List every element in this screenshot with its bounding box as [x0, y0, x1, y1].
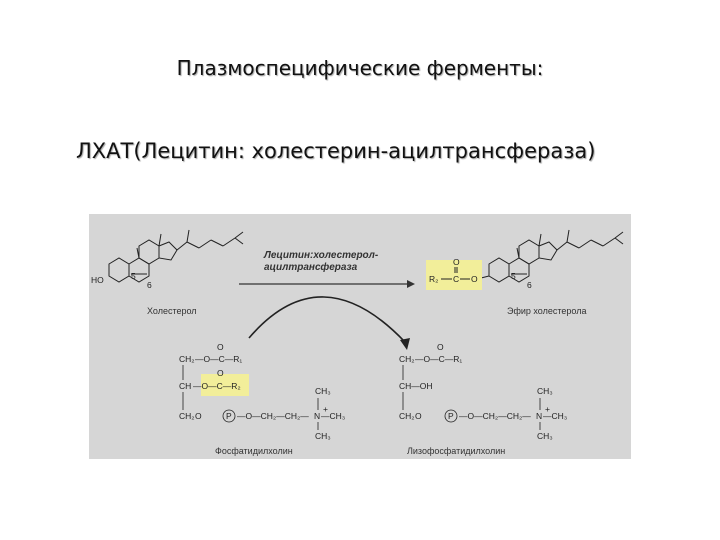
- phosphatidylcholine-structure: CH₂ —O—C—R₁ O CH —O—C—R₂ O CH₂ O P —O—CH…: [179, 342, 345, 441]
- svg-text:CH₃: CH₃: [537, 431, 553, 441]
- svg-text:O: O: [195, 411, 202, 421]
- svg-text:—CH₃: —CH₃: [543, 411, 567, 421]
- svg-text:—O—C—R₁: —O—C—R₁: [195, 354, 242, 364]
- acyl-highlight: [201, 374, 249, 396]
- svg-text:CH—OH: CH—OH: [399, 381, 433, 391]
- phosphatidylcholine-caption: Фосфатидилхолин: [215, 446, 293, 456]
- page-subtitle: ЛХАТ(Лецитин: холестерин-ацилтрансфераза…: [76, 139, 596, 163]
- svg-text:CH₃: CH₃: [537, 386, 553, 396]
- svg-text:P: P: [226, 411, 232, 421]
- lcat-reaction-figure: HO 5 6 5 6 R₂ C O O Лецитин:холестерол- …: [89, 214, 631, 459]
- svg-text:N: N: [536, 411, 542, 421]
- ester-r2-label: R₂: [429, 274, 438, 284]
- svg-text:CH₂: CH₂: [179, 411, 195, 421]
- cholesterol-ester-caption: Эфир холестерола: [507, 306, 586, 316]
- svg-text:CH₃: CH₃: [315, 431, 331, 441]
- svg-text:+: +: [545, 404, 550, 414]
- ring-6-label: 6: [147, 280, 152, 290]
- ester-o-top-label: O: [453, 257, 460, 267]
- ring-5-label: 5: [131, 271, 136, 281]
- cholesterol-ester-structure: [480, 229, 624, 283]
- svg-text:O: O: [217, 368, 224, 378]
- svg-text:—CH₃: —CH₃: [321, 411, 345, 421]
- enzyme-name-line2: ацилтрансфераза: [264, 261, 358, 273]
- svg-text:CH₂: CH₂: [179, 354, 195, 364]
- ester-ring-6-label: 6: [527, 280, 532, 290]
- svg-text:—O—C—R₁: —O—C—R₁: [415, 354, 462, 364]
- cholesterol-caption: Холестерол: [147, 306, 197, 316]
- page-title: Плазмоспецифические ферменты:: [176, 56, 544, 80]
- svg-text:—O—C—R₂: —O—C—R₂: [193, 381, 241, 391]
- cholesterol-structure: [108, 229, 244, 283]
- svg-text:O: O: [415, 411, 422, 421]
- svg-text:CH₃: CH₃: [315, 386, 331, 396]
- figure-background: [89, 214, 631, 459]
- lysophosphatidylcholine-structure: CH₂ —O—C—R₁ O CH—OH CH₂ O P —O—CH₂—CH₂— …: [399, 342, 567, 441]
- ester-c-label: C: [453, 274, 459, 284]
- svg-text:N: N: [314, 411, 320, 421]
- ester-o-label: O: [471, 274, 478, 284]
- ester-highlight: [426, 260, 482, 290]
- svg-text:CH: CH: [179, 381, 191, 391]
- svg-text:CH₂: CH₂: [399, 411, 415, 421]
- svg-text:P: P: [448, 411, 454, 421]
- ester-ring-5-label: 5: [511, 271, 516, 281]
- svg-text:—O—CH₂—CH₂—: —O—CH₂—CH₂—: [237, 411, 309, 421]
- svg-text:+: +: [323, 404, 328, 414]
- lysophosphatidylcholine-caption: Лизофосфатидилхолин: [407, 446, 505, 456]
- svg-text:O: O: [217, 342, 224, 352]
- ho-label: HO: [91, 275, 104, 285]
- svg-text:—O—CH₂—CH₂—: —O—CH₂—CH₂—: [459, 411, 531, 421]
- enzyme-name-line1: Лецитин:холестерол-: [263, 250, 379, 261]
- acyl-transfer-arrow: [248, 296, 406, 343]
- svg-text:CH₂: CH₂: [399, 354, 415, 364]
- svg-text:O: O: [437, 342, 444, 352]
- reaction-diagram: HO 5 6 5 6 R₂ C O O Лецитин:холестерол- …: [89, 214, 631, 459]
